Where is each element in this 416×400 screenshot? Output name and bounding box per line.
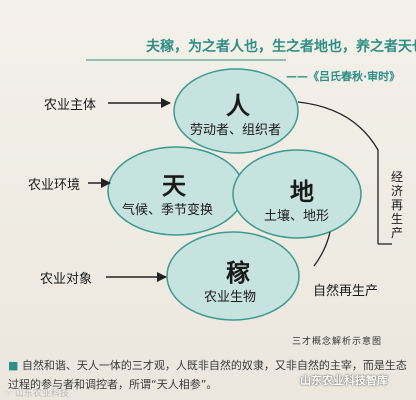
side-label-subject: 农业主体 — [44, 98, 97, 113]
node-ren-circle — [173, 68, 299, 154]
economic-reproduction-label: 经济再生产 — [390, 170, 403, 240]
node-di-circle — [232, 149, 362, 239]
bottom-text-line2: 过程的参与者和调控者，所谓“天人相参”。 — [8, 378, 218, 391]
classical-quote: 夫稼，为之者人也，生之者地也，养之者天也 — [146, 39, 416, 55]
side-label-object: 农业对象 — [40, 272, 93, 287]
natural-reproduction-label: 自然再生产 — [313, 284, 379, 299]
bullet-icon: ■ — [8, 359, 19, 372]
watermark: 山东农业科技智库 — [300, 374, 388, 387]
natural-bracket — [313, 231, 331, 267]
quote-source: ——《吕氏春秋·审时》 — [286, 70, 401, 83]
economic-bracket — [297, 101, 379, 244]
bottom-text: ■ 自然和谐、天人一体的三才观，人既非自然的奴隶，又非自然的主宰，而是生态 过程… — [8, 356, 408, 394]
figure-caption: 三才概念解析示意图 — [292, 337, 383, 347]
node-ren-title: 人 — [226, 91, 250, 120]
node-ren-subtitle: 劳动者、组织者 — [190, 123, 282, 138]
node-di-subtitle: 土壤、地形 — [264, 209, 330, 224]
node-di-title: 地 — [290, 177, 314, 206]
node-jia-circle — [166, 231, 300, 321]
node-jia-title: 稼 — [226, 258, 250, 287]
watermark-left: ☞ 山东农业科技 — [4, 389, 69, 399]
node-tian-title: 天 — [162, 171, 186, 200]
node-jia-subtitle: 农业生物 — [204, 290, 257, 305]
side-label-environment: 农业环境 — [28, 178, 81, 193]
node-tian-subtitle: 气候、季节变换 — [122, 203, 214, 218]
bottom-text-line1: 自然和谐、天人一体的三才观，人既非自然的奴隶，又非自然的主宰，而是生态 — [21, 359, 407, 372]
